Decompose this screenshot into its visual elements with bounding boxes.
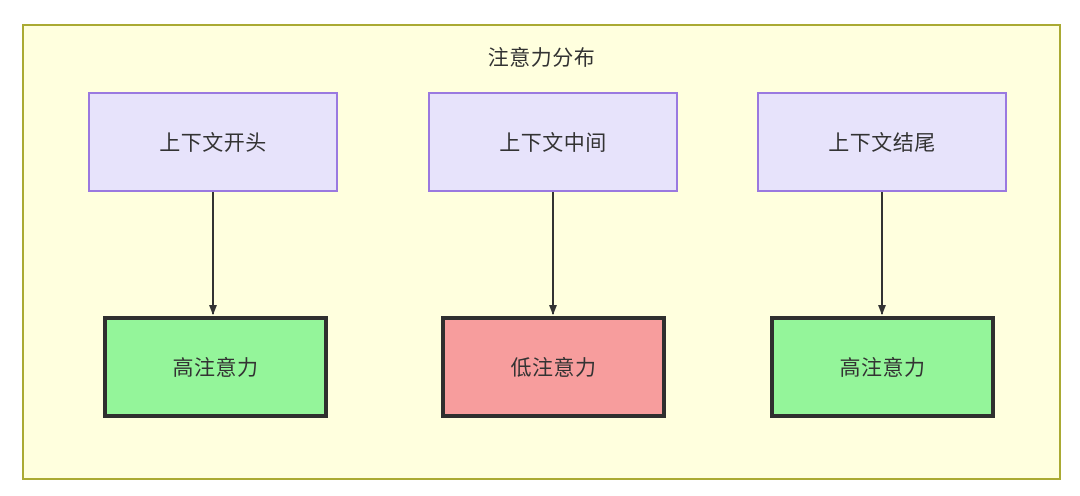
node-low-attention-middle[interactable]: 低注意力 [441, 316, 666, 418]
node-label: 高注意力 [839, 357, 926, 380]
cluster-title: 注意力分布 [487, 47, 596, 70]
node-context-middle[interactable]: 上下文中间 [428, 92, 678, 192]
node-label: 上下文中间 [499, 132, 607, 155]
node-high-attention-end[interactable]: 高注意力 [770, 316, 995, 418]
node-context-end[interactable]: 上下文结尾 [757, 92, 1007, 192]
node-label: 上下文结尾 [828, 132, 936, 155]
node-label: 低注意力 [510, 357, 597, 380]
node-high-attention-start[interactable]: 高注意力 [103, 316, 328, 418]
node-context-start[interactable]: 上下文开头 [88, 92, 338, 192]
node-label: 上下文开头 [159, 132, 267, 155]
node-label: 高注意力 [172, 357, 259, 380]
